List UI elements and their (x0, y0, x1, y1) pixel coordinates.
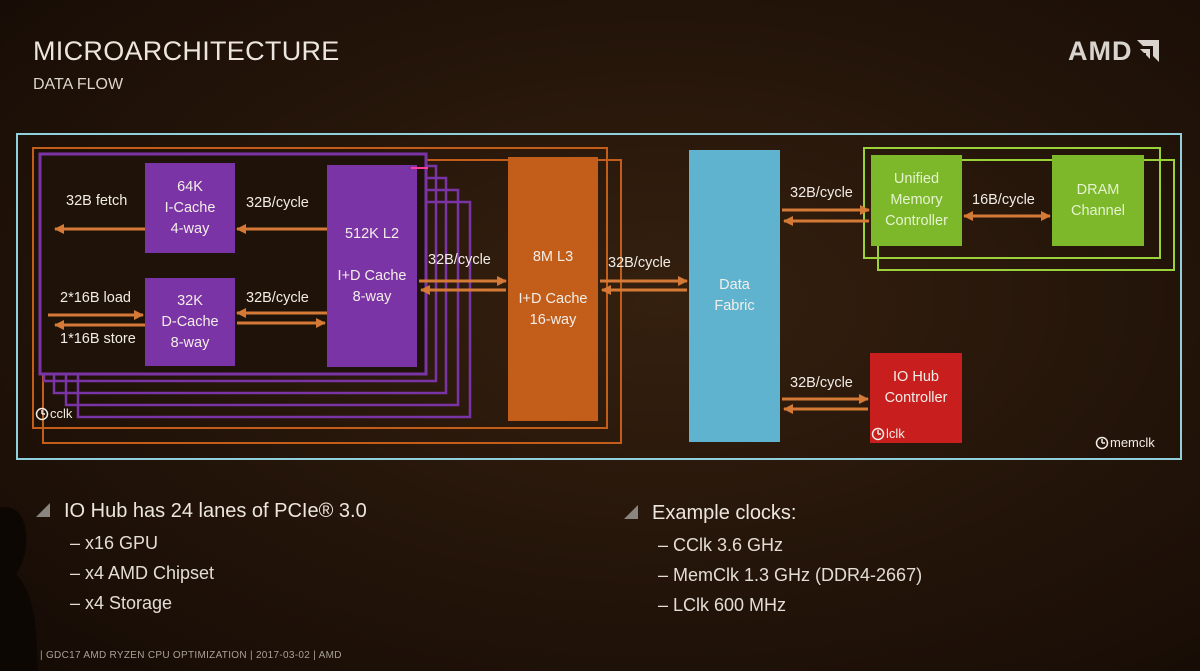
amd-arrow-logo-icon (1136, 40, 1159, 62)
data-fabric-block (689, 150, 780, 442)
store-label: 1*16B store (60, 331, 136, 347)
amd-logo: AMD (1068, 36, 1159, 67)
slide-title: MICROARCHITECTURE (33, 36, 340, 66)
l3-block (508, 157, 598, 421)
slide-footer: | GDC17 AMD RYZEN CPU OPTIMIZATION | 201… (40, 650, 342, 661)
io-hub-bullet: IO Hub has 24 lanes of PCIe® 3.0 (36, 500, 367, 523)
df-io-bandwidth-label: 32B/cycle (790, 375, 853, 391)
umc-label: Unified Memory Controller (885, 171, 948, 229)
memory-outline-front (863, 147, 1161, 259)
df-umc-bandwidth-label: 32B/cycle (790, 185, 853, 201)
l3-label: 8M L3 I+D Cache 16-way (518, 249, 588, 328)
l2-label: 512K L2 I+D Cache 8-way (337, 226, 407, 305)
bullet-item: – x16 GPU (70, 533, 159, 553)
bullet-item: – x4 Storage (70, 593, 173, 613)
slide-subtitle: DATA FLOW (33, 76, 124, 93)
dram-block (1052, 155, 1144, 246)
ic-l2-bandwidth-label: 32B/cycle (246, 195, 309, 211)
memclk-domain-frame (16, 133, 1182, 460)
l3-df-bandwidth-label: 32B/cycle (608, 255, 671, 271)
cclk-clock-icon (35, 407, 49, 421)
l2-block (327, 165, 417, 367)
bullet-item: – LClk 600 MHz (658, 595, 787, 615)
lclk-label: lclk (886, 426, 905, 441)
icache-block (145, 163, 235, 253)
memclk-clock-icon (1095, 436, 1109, 450)
bullet-item: – MemClk 1.3 GHz (DDR4-2667) (658, 565, 923, 585)
dc-l2-bandwidth-label: 32B/cycle (246, 290, 309, 306)
iohub-block (870, 353, 962, 443)
bullet-item: – x4 AMD Chipset (70, 563, 215, 583)
bullet-triangle-icon (624, 505, 638, 519)
memclk-label: memclk (1110, 435, 1155, 450)
example-clocks-bullet: Example clocks: (624, 502, 797, 525)
cclk-label: cclk (50, 406, 73, 421)
icache-label: 64K I-Cache 4-way (164, 178, 216, 237)
iohub-label: IO Hub Controller (884, 369, 948, 406)
dcache-label: 32K D-Cache 8-way (161, 292, 219, 351)
fetch-label: 32B fetch (66, 193, 128, 209)
dcache-block (145, 278, 235, 366)
data-fabric-label: Data Fabric (714, 277, 755, 314)
presenter-silhouette (0, 507, 38, 671)
dram-label: DRAM Channel (1070, 181, 1125, 219)
l2-l3-bandwidth-label: 32B/cycle (428, 252, 491, 268)
bullet-triangle-icon (36, 503, 50, 517)
umc-dram-bandwidth-label: 16B/cycle (972, 192, 1035, 208)
bullet-item: – CClk 3.6 GHz (658, 535, 784, 555)
umc-block (871, 155, 962, 246)
amd-logo-text: AMD (1068, 36, 1133, 66)
load-label: 2*16B load (60, 290, 131, 306)
lclk-clock-icon (871, 427, 885, 441)
